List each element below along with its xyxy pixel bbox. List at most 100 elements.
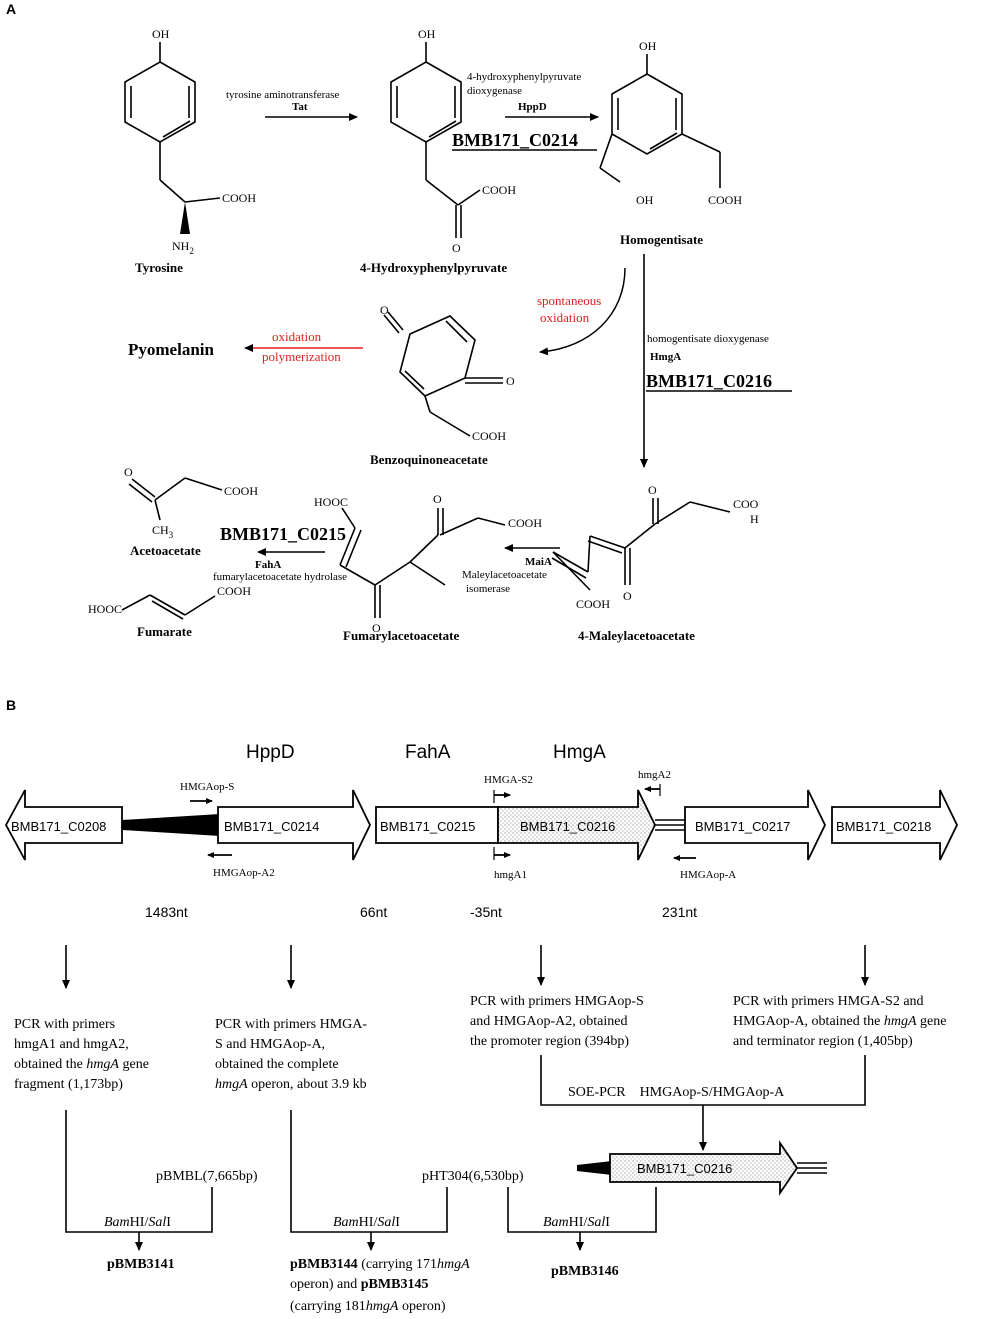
step-4-text: PCR with primers HMGA-S2 and HMGAop-A, o… bbox=[733, 994, 946, 1049]
step-2-text: PCR with primers HMGA- S and HMGAop-A, o… bbox=[215, 1017, 367, 1092]
product-pbmb3146: pBMB3146 bbox=[551, 1264, 619, 1279]
panel-a-label: A bbox=[6, 1, 16, 17]
acetoacetate-structure: O COOH CH3 Acetoacetate bbox=[124, 465, 258, 558]
hpp-label: 4-Hydroxyphenylpyruvate bbox=[360, 260, 507, 275]
svg-text:S and HMGAop-A,: S and HMGAop-A, bbox=[215, 1037, 325, 1052]
fumarylacetoacetate-label: Fumarylacetoacetate bbox=[343, 628, 459, 643]
step-3-text: PCR with primers HMGAop-S and HMGAop-A2,… bbox=[470, 994, 644, 1049]
svg-text:and terminator region (1,405bp: and terminator region (1,405bp) bbox=[733, 1034, 913, 1049]
benzoquinone-structure: O O COOH Benzoquinoneacetate bbox=[370, 303, 515, 467]
hmga-gene-name: HmgA bbox=[553, 742, 606, 763]
fumarate-hooc: HOOC bbox=[88, 602, 122, 616]
maleylacetoacetate-label: 4-Maleylacetoacetate bbox=[578, 628, 695, 643]
gene-map: BMB171_C0208 BMB171_C0214 BMB171_C0215 B… bbox=[4, 789, 959, 861]
svg-text:BMB171_C0215: BMB171_C0215 bbox=[380, 819, 475, 834]
bq-o-top: O bbox=[380, 303, 389, 317]
svg-text:PCR with primers HMGA-: PCR with primers HMGA- bbox=[215, 1017, 367, 1032]
homogentisate-structure: OH OH COOH Homogentisate bbox=[599, 39, 742, 247]
spontaneous-label-2: oxidation bbox=[540, 310, 590, 325]
faha-gene-name: FahA bbox=[405, 742, 451, 763]
svg-text:obtained the hmgA gene: obtained the hmgA gene bbox=[14, 1057, 149, 1072]
bq-cooh: COOH bbox=[472, 429, 506, 443]
distance-3: -35nt bbox=[470, 904, 502, 920]
digest-1: BamHI/SalI bbox=[104, 1215, 171, 1230]
acetoacetate-label: Acetoacetate bbox=[130, 543, 201, 558]
primer-hmga-s2: HMGA-S2 bbox=[484, 774, 533, 786]
spontaneous-arrow bbox=[539, 267, 626, 356]
hga-oh-top: OH bbox=[639, 39, 657, 53]
benzoquinone-label: Benzoquinoneacetate bbox=[370, 452, 488, 467]
svg-text:PCR with primers: PCR with primers bbox=[14, 1017, 115, 1032]
vector-pbmbl: pBMBL(7,665bp) bbox=[156, 1169, 258, 1184]
product-pbmb3144-3145: pBMB3144 (carrying 171hmgA operon) and p… bbox=[290, 1257, 470, 1314]
svg-text:pBMB3144 (carrying 171hmgA: pBMB3144 (carrying 171hmgA bbox=[290, 1257, 470, 1272]
fum-o-bottom: O bbox=[372, 621, 381, 635]
primer-hmgaop-a2: HMGAop-A2 bbox=[213, 867, 275, 879]
svg-text:BMB171_C0218: BMB171_C0218 bbox=[836, 819, 931, 834]
mal-o-top: O bbox=[648, 483, 657, 497]
fumarate-structure: HOOC COOH Fumarate bbox=[88, 584, 251, 639]
maia-name-2: isomerase bbox=[466, 583, 510, 595]
svg-text:obtained the complete: obtained the complete bbox=[215, 1057, 339, 1072]
vector-pht304: pHT304(6,530bp) bbox=[422, 1169, 524, 1184]
polymerization-label: polymerization bbox=[262, 349, 341, 364]
primer-hmgaop-s: HMGAop-S bbox=[180, 781, 234, 793]
aa-ch3: CH3 bbox=[152, 523, 174, 540]
tat-enzyme: Tat bbox=[292, 101, 308, 113]
tyrosine-cooh: COOH bbox=[222, 191, 256, 205]
distance-2: 66nt bbox=[360, 904, 387, 920]
mal-coo: COO bbox=[733, 497, 759, 511]
tat-enzyme-name: tyrosine aminotransferase bbox=[226, 89, 339, 101]
hpp-oh: OH bbox=[418, 27, 436, 41]
aa-o: O bbox=[124, 465, 133, 479]
spontaneous-label-1: spontaneous bbox=[537, 293, 601, 308]
svg-text:hmgA operon, about 3.9 kb: hmgA operon, about 3.9 kb bbox=[215, 1077, 367, 1092]
digest-3: BamHI/SalI bbox=[543, 1215, 610, 1230]
hga-oh-bottom: OH bbox=[636, 193, 654, 207]
hga-cooh: COOH bbox=[708, 193, 742, 207]
mal-h: H bbox=[750, 512, 759, 526]
svg-text:BMB171_C0217: BMB171_C0217 bbox=[695, 819, 790, 834]
svg-text:BMB171_C0208: BMB171_C0208 bbox=[11, 819, 106, 834]
step-1-text: PCR with primers hmgA1 and hmgA2, obtain… bbox=[14, 1017, 149, 1092]
hppd-name-1: 4-hydroxyphenylpyruvate bbox=[467, 71, 581, 83]
construct-gene-map: BMB171_C0216 bbox=[577, 1140, 827, 1196]
primer-hmga2: hmgA2 bbox=[638, 769, 671, 781]
svg-text:BMB171_C0216: BMB171_C0216 bbox=[637, 1161, 732, 1176]
svg-text:(carrying 181hmgA operon): (carrying 181hmgA operon) bbox=[290, 1299, 446, 1314]
hpp-cooh: COOH bbox=[482, 183, 516, 197]
tyrosine-structure: OH COOH NH2 Tyrosine bbox=[124, 27, 256, 275]
hppd-gene: BMB171_C0214 bbox=[452, 130, 578, 150]
gene-c0216 bbox=[497, 789, 657, 861]
maia-enzyme: MaiA bbox=[525, 556, 552, 568]
hmga-enzyme-name: homogentisate dioxygenase bbox=[647, 333, 769, 345]
tyrosine-nh2: NH2 bbox=[172, 239, 194, 256]
hpp-o: O bbox=[452, 241, 461, 255]
gene-c0218 bbox=[831, 789, 959, 861]
tyrosine-oh: OH bbox=[152, 27, 170, 41]
hppd-enzyme: HppD bbox=[518, 101, 547, 113]
hpp-structure: OH COOH O 4-Hydroxyphenylpyruvate bbox=[360, 27, 516, 275]
hppd-gene-name: HppD bbox=[246, 742, 295, 763]
faha-enzyme: FahA bbox=[255, 559, 281, 571]
distance-1: 1483nt bbox=[145, 904, 188, 920]
digest-2: BamHI/SalI bbox=[333, 1215, 400, 1230]
mal-cooh: COOH bbox=[576, 597, 610, 611]
faha-enzyme-name: fumarylacetoacetate hydrolase bbox=[213, 571, 347, 583]
aa-cooh: COOH bbox=[224, 484, 258, 498]
pyomelanin-label: Pyomelanin bbox=[128, 340, 214, 359]
spacer-c0208-c0214 bbox=[122, 814, 220, 836]
svg-text:fragment (1,173bp): fragment (1,173bp) bbox=[14, 1077, 123, 1092]
svg-text:BMB171_C0216: BMB171_C0216 bbox=[520, 819, 615, 834]
mal-o-bottom: O bbox=[623, 589, 632, 603]
fum-hooc: HOOC bbox=[314, 495, 348, 509]
tyrosine-label: Tyrosine bbox=[135, 260, 183, 275]
fumarate-cooh: COOH bbox=[217, 584, 251, 598]
svg-text:BMB171_C0214: BMB171_C0214 bbox=[224, 819, 319, 834]
gene-c0217 bbox=[684, 789, 827, 861]
svg-text:HMGAop-A, obtained the hmgA ge: HMGAop-A, obtained the hmgA gene bbox=[733, 1014, 946, 1029]
fum-cooh: COOH bbox=[508, 516, 542, 530]
soe-pcr-label: SOE-PCR HMGAop-S/HMGAop-A bbox=[568, 1085, 785, 1100]
distance-4: 231nt bbox=[662, 904, 697, 920]
svg-text:PCR with primers HMGAop-S: PCR with primers HMGAop-S bbox=[470, 994, 644, 1009]
